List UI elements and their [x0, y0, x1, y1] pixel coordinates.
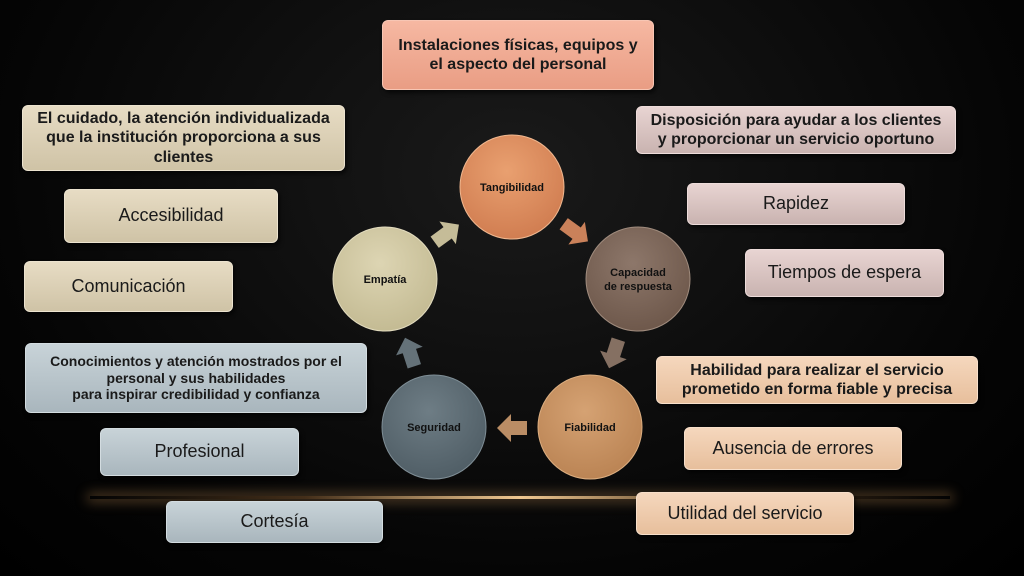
node-capacidad-label-2: de respuesta — [604, 281, 673, 293]
node-seguridad-label: Seguridad — [407, 422, 461, 434]
node-tangibilidad: Tangibilidad — [459, 134, 565, 240]
node-capacidad: Capacidad de respuesta — [585, 226, 691, 332]
arrow-tang-to-cap — [559, 218, 588, 245]
arrow-seg-to-emp — [396, 337, 423, 369]
node-capacidad-label-1: Capacidad — [610, 267, 666, 279]
arrow-fia-to-seg — [497, 414, 527, 442]
arrow-emp-to-tang — [430, 221, 459, 248]
comunicacion-box: Comunicación — [24, 261, 233, 312]
rapidez-box: Rapidez — [687, 183, 905, 225]
tiempos-box: Tiempos de espera — [745, 249, 944, 297]
node-fiabilidad: Fiabilidad — [537, 374, 643, 480]
seguridad-description: Conocimientos y atención mostrados por e… — [25, 343, 367, 413]
ausencia-box: Ausencia de errores — [684, 427, 902, 470]
arrow-cap-to-fia — [600, 337, 627, 369]
profesional-box: Profesional — [100, 428, 299, 476]
node-fiabilidad-label: Fiabilidad — [564, 422, 615, 434]
cortesia-box: Cortesía — [166, 501, 383, 543]
node-empatia-label: Empatía — [364, 274, 408, 286]
node-empatia: Empatía — [332, 226, 438, 332]
node-tangibilidad-label: Tangibilidad — [480, 182, 544, 194]
accesibilidad-box: Accesibilidad — [64, 189, 278, 243]
node-seguridad: Seguridad — [381, 374, 487, 480]
horizon-glow — [90, 496, 950, 499]
utilidad-box: Utilidad del servicio — [636, 492, 854, 535]
